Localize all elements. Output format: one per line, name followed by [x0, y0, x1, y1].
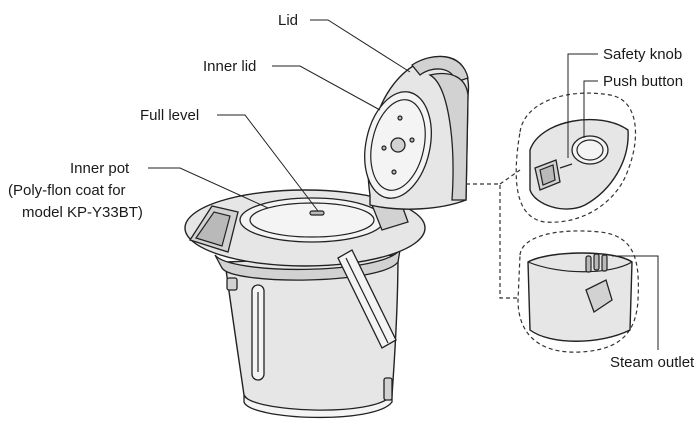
label-inner-pot-note-1: (Poly-flon coat for [8, 182, 126, 199]
label-safety-knob: Safety knob [603, 46, 682, 63]
label-lid: Lid [278, 12, 298, 29]
label-inner-pot: Inner pot [70, 160, 130, 177]
label-full-level: Full level [140, 107, 199, 124]
pot-body [214, 247, 402, 419]
inset-steam-outlet [517, 230, 639, 353]
label-inner-lid: Inner lid [203, 58, 256, 75]
open-lid [364, 55, 470, 210]
label-inner-pot-note-2: model KP-Y33BT) [22, 204, 143, 221]
inset-connectors [466, 169, 521, 299]
label-push-button: Push button [603, 73, 683, 90]
label-steam-outlet: Steam outlet [610, 354, 695, 371]
inset-lid-controls [515, 92, 637, 223]
pot-handle [337, 249, 397, 349]
full-level-mark [309, 210, 325, 216]
leader-lines [148, 19, 659, 350]
